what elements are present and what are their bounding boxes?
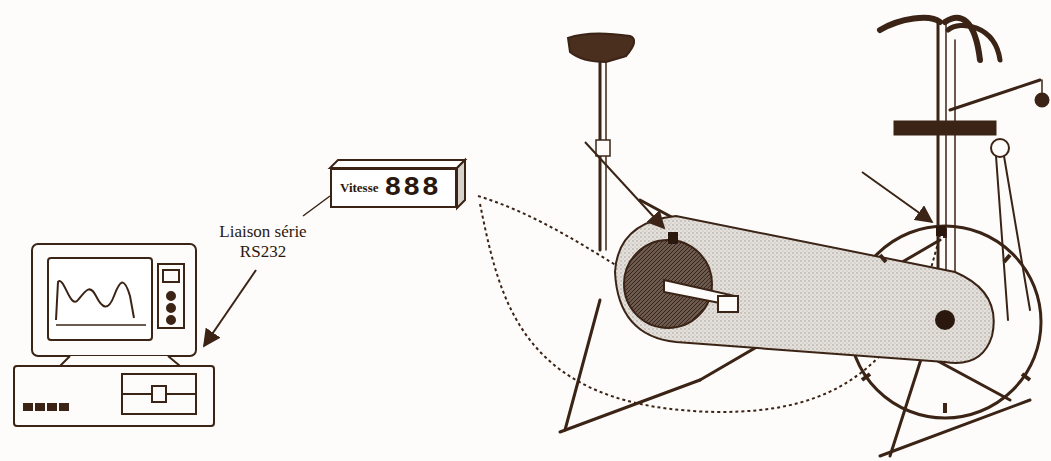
speed-display: Vitesse 888 [330,168,457,208]
chain-guard [615,216,994,363]
link-line [303,196,330,216]
link-arrow [204,270,256,346]
computer [14,244,214,426]
pointer-arrow [585,142,664,228]
display-digits: 888 [385,174,441,202]
pedal [718,296,738,312]
exercise-bike [560,18,1048,456]
link-label: Liaison série RS232 [207,222,319,263]
flywheel-hub [935,310,955,330]
seat [568,33,634,62]
display-caption: Vitesse [340,180,379,196]
sensor [668,232,678,244]
sensor [936,226,946,236]
pointer-arrow [862,172,932,222]
display-top-face [330,160,465,168]
display-side-face [457,160,465,208]
flywheel-marks [862,228,1030,413]
